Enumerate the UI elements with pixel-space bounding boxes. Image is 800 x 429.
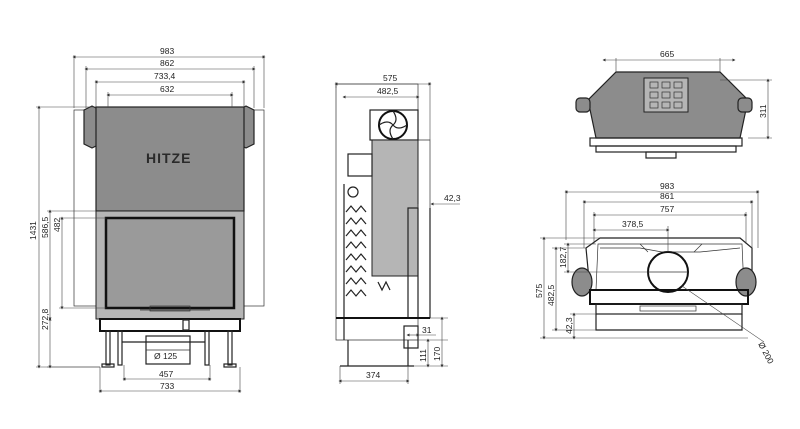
front-width-dim-1: 983 [160,46,174,56]
side-fins [345,205,367,297]
top-large-height-dim-4: 42,3 [564,317,574,334]
top-small-height-dim: 311 [758,104,768,118]
front-height-dim-1: 1431 [28,221,38,240]
front-height-dim-2: 586,5 [40,216,50,238]
side-view: 575 482,5 42,3 31 111 170 374 [334,73,461,384]
top-view-small: 665 311 [575,49,772,159]
front-width-dim-2: 862 [160,58,174,68]
top-large-width-dim-1: 983 [660,181,674,191]
side-dim-42-3: 42,3 [444,193,461,203]
side-dim-31: 31 [422,325,432,335]
top-large-height-dim-2: 575 [534,284,544,298]
top-large-width-dim-3: 757 [660,204,674,214]
front-height-dim-4: 272,8 [40,308,50,330]
top-small-width-dim: 665 [660,49,674,59]
side-base-dim: 374 [366,370,380,380]
front-glass [104,216,236,310]
front-flue-label: Ø 125 [154,351,177,361]
top-large-body [595,243,745,291]
top-view-large: 983 861 757 378,5 182,7 575 482,5 42,3 Ø… [534,181,776,366]
front-view: HITZE Ø 125 983 862 733,4 [28,46,266,393]
front-plinth [99,318,241,332]
front-width-dim-4: 632 [160,84,174,94]
front-base-dim-1: 457 [159,369,173,379]
front-height-dim-3: 482 [52,218,62,232]
front-upper-body [95,106,245,212]
side-depth-dim-1: 575 [383,73,397,83]
front-width-dim-3: 733,4 [154,71,176,81]
front-base-dim-2: 733 [160,381,174,391]
side-dim-170: 170 [432,347,442,361]
top-large-width-dim-2: 861 [660,191,674,201]
side-dim-111: 111 [418,349,428,362]
top-large-height-dim-3: 482,5 [546,284,556,306]
top-large-flue-label: Ø 200 [756,340,776,365]
side-depth-dim-2: 482,5 [377,86,399,96]
top-large-height-dim-1: 182,7 [558,246,568,268]
top-large-width-dim-4: 378,5 [622,219,644,229]
brand-logo: HITZE [146,150,191,166]
